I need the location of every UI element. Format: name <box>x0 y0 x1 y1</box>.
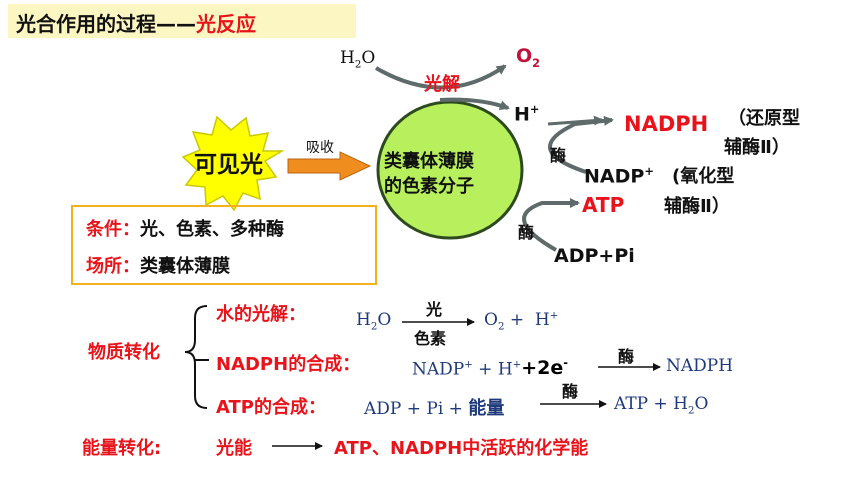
nadph-arrow <box>548 115 614 174</box>
nadph-lhs: NADP+ + H++2e- <box>412 356 568 380</box>
location-row: 场所：类囊体薄膜 <box>86 256 230 277</box>
nadph-synthesis-label: NADPH的合成： <box>216 354 361 375</box>
h-plus-arrow <box>439 97 510 111</box>
nadph-note-1: （还原型 <box>728 108 800 129</box>
h-to-nadph-arrow <box>547 115 604 126</box>
water-lhs: H2O <box>356 310 392 333</box>
photolysis-label: 光解 <box>424 74 460 95</box>
nadp-note-2: 辅酶Ⅱ） <box>664 196 730 217</box>
absorb-arrow <box>287 151 372 181</box>
atp-enzyme: 酶 <box>518 223 535 242</box>
energy-from: 光能 <box>216 438 252 459</box>
photolysis-arrow <box>374 64 507 90</box>
water-rhs: O2 + H+ <box>484 310 559 333</box>
nadph-note-2: 辅酶Ⅱ） <box>724 137 790 158</box>
water-over: 光 <box>426 300 443 319</box>
thylakoid-circle <box>376 100 524 240</box>
atp-arrow <box>522 198 580 252</box>
energy-to: ATP、NADPH中活跃的化学能 <box>334 438 589 459</box>
sun-label: 可见光 <box>194 152 263 178</box>
absorb-label: 吸收 <box>306 140 334 156</box>
adp-pi: ADP+Pi <box>554 245 635 267</box>
page-title: 光合作用的过程——光反应 <box>16 12 256 36</box>
thylakoid-label-line2: 的色素分子 <box>384 176 474 197</box>
top-h-plus: H+ <box>514 102 540 126</box>
nadph-rhs: NADPH <box>666 356 734 376</box>
nadph-enzyme: 酶 <box>550 146 567 165</box>
atp-lhs: ADP + Pi + 能量 <box>364 398 505 419</box>
water-label: 水的光解： <box>216 304 306 325</box>
material-label: 物质转化 <box>88 342 160 363</box>
title-bar <box>8 4 356 38</box>
atp-rhs: ATP + H2O <box>614 394 709 417</box>
thylakoid-label-line1: 类囊体薄膜 <box>384 151 474 172</box>
energy-label: 能量转化: <box>82 438 162 459</box>
conditions-box <box>71 205 377 285</box>
nadph-over: 酶 <box>618 347 635 366</box>
water-under: 色素 <box>414 329 447 348</box>
atp-synthesis-label: ATP的合成： <box>216 397 327 418</box>
atp-product: ATP <box>582 193 625 217</box>
nadp-plus: NADP+ <box>584 164 654 188</box>
conditions-row: 条件：光、色素、多种酶 <box>86 219 284 240</box>
atp-under: 酶 <box>562 382 579 401</box>
top-h2o: H2O <box>340 48 376 71</box>
nadp-note-1: (氧化型 <box>672 166 735 187</box>
nadph-product: NADPH <box>624 112 709 136</box>
top-o2: O2 <box>516 45 541 70</box>
material-bracket <box>184 305 208 409</box>
sun-shape <box>181 115 285 212</box>
